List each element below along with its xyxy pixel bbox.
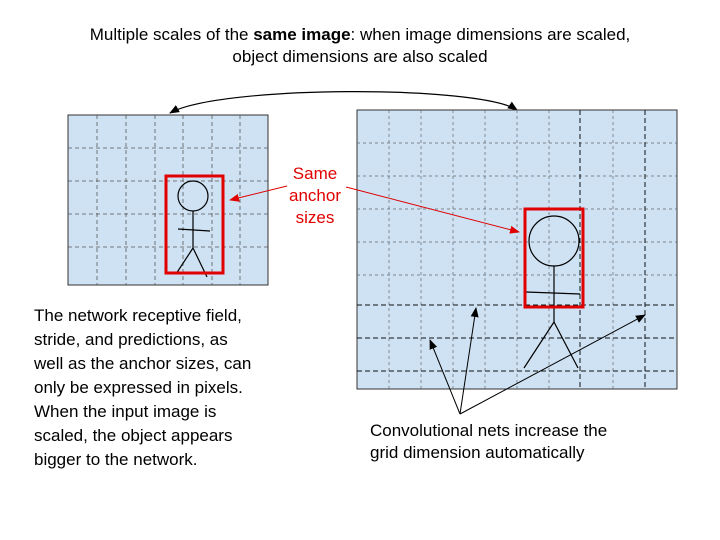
receptive-field-description: The network receptive field, stride, and… — [34, 304, 284, 472]
title-line-2: object dimensions are also scaled — [232, 47, 488, 66]
scale-relation-arrow — [169, 91, 518, 114]
description-line: only be expressed in pixels. — [34, 378, 243, 397]
description-line: bigger to the network. — [34, 450, 198, 469]
grid-arrow-1 — [429, 339, 461, 415]
large-image-grid-extra — [357, 110, 677, 389]
anchor-arrow-right — [345, 186, 520, 234]
large-anchor-box — [523, 207, 585, 309]
diagram-title: Multiple scales of the same image: when … — [0, 24, 720, 68]
large-image-grid-thin — [357, 110, 677, 389]
anchor-label-line-2: anchor — [289, 186, 341, 205]
grid-description-line-2: grid dimension automatically — [370, 443, 585, 462]
grid-dimension-description: Convolutional nets increase the grid dim… — [370, 420, 670, 464]
title-line-1: Multiple scales of the same image: when … — [89, 25, 631, 44]
anchor-arrow-left — [229, 185, 288, 202]
grid-description-line-1: Convolutional nets increase the — [370, 421, 608, 440]
small-anchor-box — [164, 174, 225, 275]
description-line: The network receptive field, — [34, 306, 242, 325]
small-image — [67, 114, 269, 286]
description-line: well as the anchor sizes, can — [34, 354, 252, 373]
large-stick-figure — [523, 215, 581, 369]
anchor-sizes-label: Same anchor sizes — [280, 163, 350, 229]
description-line: stride, and predictions, as — [34, 330, 228, 349]
anchor-label-line-1: Same — [292, 164, 338, 183]
large-image — [356, 109, 678, 390]
description-line: When the input image is — [34, 402, 217, 421]
description-line: scaled, the object appears — [34, 426, 233, 445]
grid-arrow-3 — [459, 314, 646, 415]
anchor-label-line-3: sizes — [295, 208, 335, 227]
small-image-grid — [68, 115, 268, 285]
grid-arrow-2 — [459, 307, 479, 415]
